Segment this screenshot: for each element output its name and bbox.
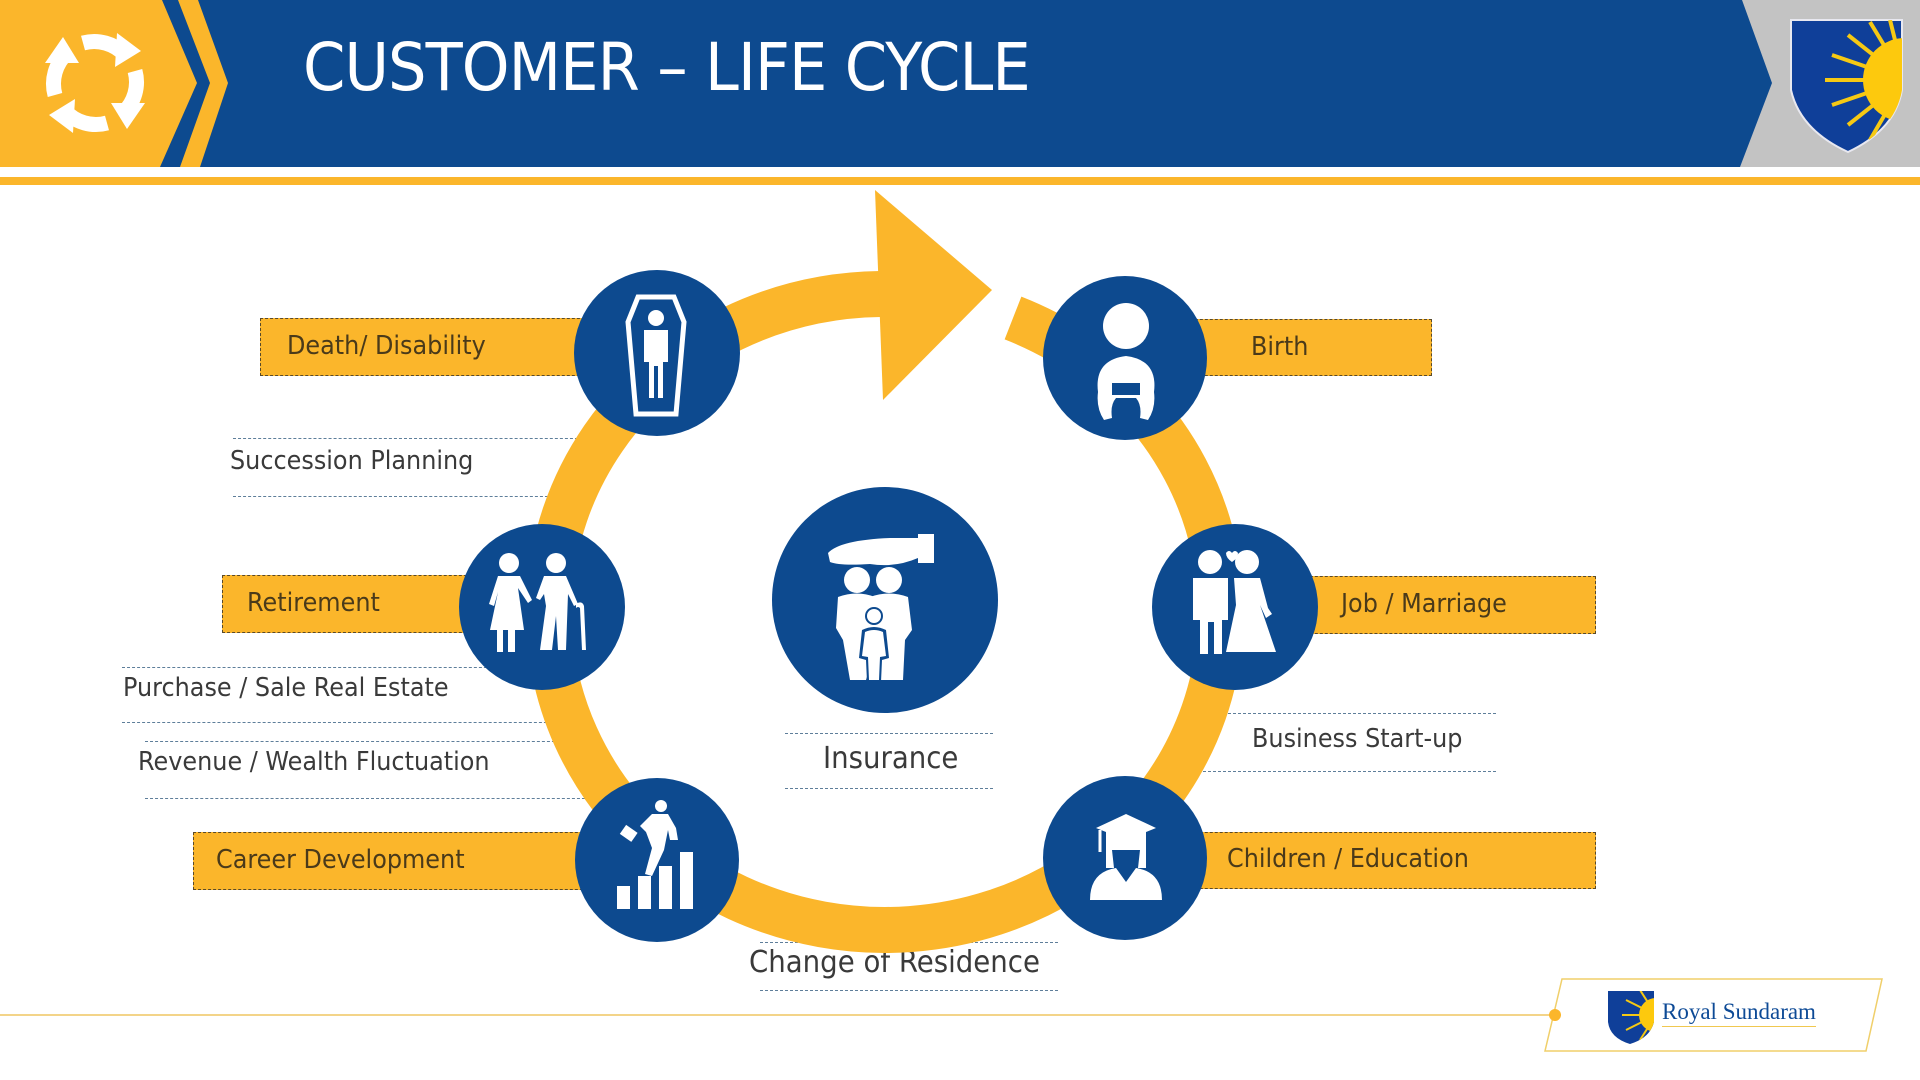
baby-icon	[1097, 303, 1155, 420]
stage-node-retirement	[459, 524, 625, 690]
stage-label-death-disability: Death/ Disability	[260, 318, 600, 376]
divider-line	[145, 741, 565, 742]
event-label-purchase-sale-real-estate: Purchase / Sale Real Estate	[123, 673, 449, 703]
event-label-revenue-wealth-fluctuation: Revenue / Wealth Fluctuation	[138, 747, 490, 777]
graduate-icon	[1090, 814, 1162, 900]
stage-label-text: Children / Education	[1227, 844, 1469, 874]
stage-label-retirement: Retirement	[222, 575, 482, 633]
divider-line	[760, 990, 1058, 991]
sun-shield-logo-icon	[1790, 19, 1903, 154]
stage-label-text: Retirement	[247, 588, 380, 618]
footer-dot	[1549, 1009, 1561, 1021]
cycle-ring	[525, 271, 1244, 953]
divider-line	[145, 798, 595, 799]
header-underline	[0, 177, 1920, 185]
stage-label-text: Death/ Disability	[287, 331, 486, 361]
header-background	[0, 0, 1920, 167]
coffin-icon	[625, 294, 687, 417]
stage-label-children-education: Children / Education	[1160, 832, 1596, 889]
divider-line	[785, 788, 993, 789]
header-chevron-stripe	[178, 0, 228, 167]
stage-label-career-development: Career Development	[193, 832, 613, 890]
divider-line	[233, 496, 553, 497]
divider-line	[122, 667, 502, 668]
footer-brand-name: Royal Sundaram	[1662, 998, 1816, 1027]
divider-line	[122, 722, 562, 723]
career-ladder-icon	[617, 800, 693, 909]
header-icon-panel	[0, 0, 197, 167]
cycle-arrows-icon	[45, 33, 145, 133]
center-insurance-node	[772, 487, 998, 713]
center-label-insurance: Insurance	[823, 741, 959, 776]
divider-line	[785, 733, 993, 734]
stage-label-birth: Birth	[1160, 319, 1432, 376]
divider-line	[760, 942, 1058, 943]
wedding-couple-icon	[1193, 550, 1276, 654]
page-title: CUSTOMER – LIFE CYCLE	[303, 29, 1031, 106]
elderly-couple-icon	[489, 553, 586, 652]
header-banner	[0, 0, 1920, 185]
divider-line	[233, 438, 583, 439]
divider-line	[1228, 713, 1496, 714]
cycle-arrow-head	[875, 190, 992, 400]
stage-label-text: Birth	[1251, 332, 1309, 362]
stage-label-text: Career Development	[216, 845, 465, 875]
event-label-change-of-residence: Change of Residence	[749, 945, 1040, 980]
stage-label-text: Job / Marriage	[1341, 589, 1507, 619]
family-protection-icon	[828, 534, 934, 682]
event-label-succession-planning: Succession Planning	[230, 446, 474, 476]
stage-label-job-marriage: Job / Marriage	[1290, 576, 1596, 634]
divider-line	[1198, 771, 1496, 772]
event-label-business-start-up: Business Start-up	[1252, 724, 1463, 754]
